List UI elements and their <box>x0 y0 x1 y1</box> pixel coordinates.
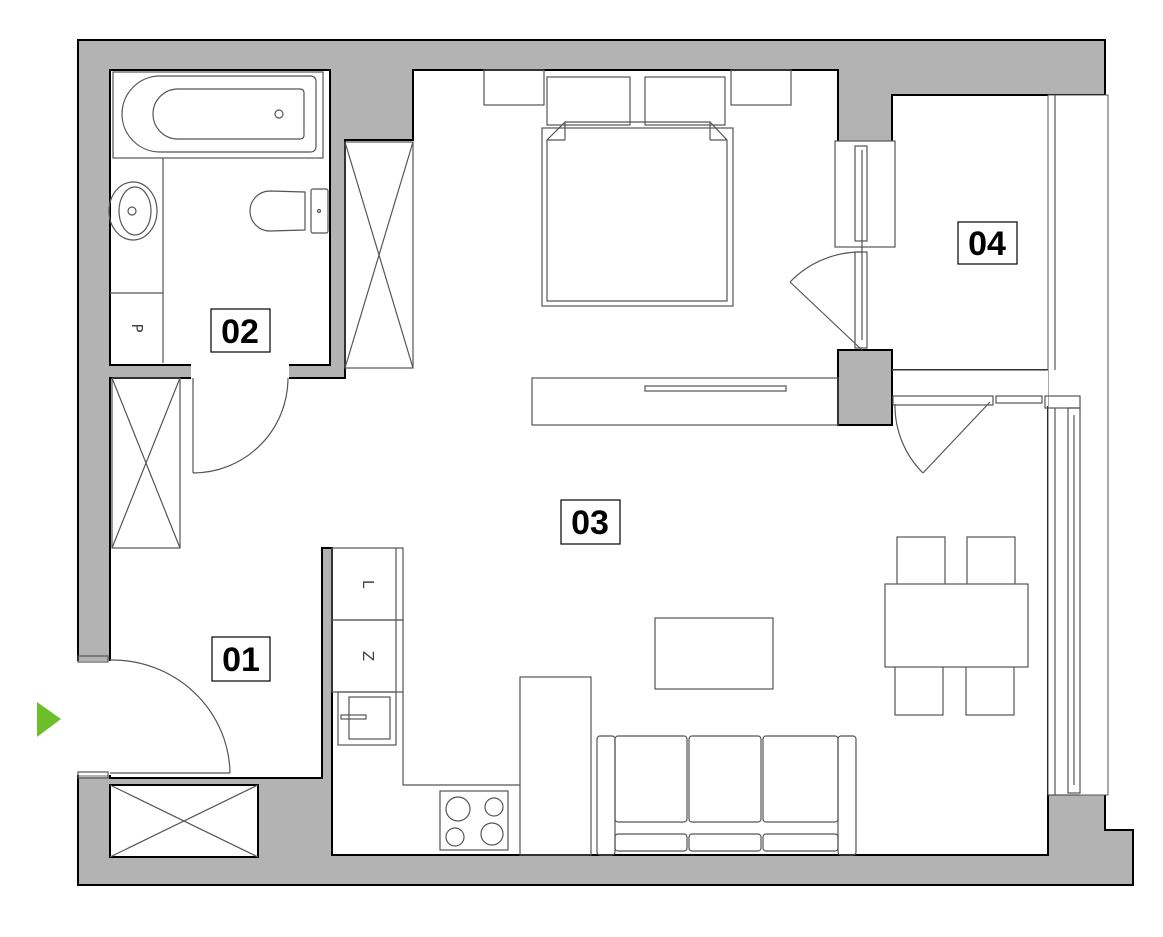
wardrobe-bedroom <box>344 141 414 369</box>
bed <box>483 69 792 307</box>
bathroom-door[interactable] <box>192 377 289 474</box>
bathtub <box>112 71 324 159</box>
window-opening <box>836 141 894 349</box>
tall-cabinet <box>519 676 592 856</box>
svg-text:01: 01 <box>222 641 260 679</box>
dining-set <box>884 536 1029 716</box>
room-label-03: 03 <box>560 499 621 545</box>
svg-text:04: 04 <box>968 225 1006 263</box>
kitchen-sink <box>337 691 397 746</box>
window-frame-right <box>1048 407 1081 796</box>
room-label-02: 02 <box>210 308 271 353</box>
bathroom-door-gap <box>191 363 289 380</box>
entrance-door[interactable] <box>77 655 231 779</box>
balcony-door[interactable] <box>894 401 991 474</box>
svg-text:02: 02 <box>221 313 259 351</box>
entrance-door-gap <box>76 661 112 775</box>
tv-unit <box>531 377 839 426</box>
room-label-01: 01 <box>211 636 271 682</box>
window-strip <box>1047 94 1109 796</box>
balcony-door-frame <box>892 95 1081 409</box>
wardrobe-hall <box>111 377 181 549</box>
wardrobe-entrance <box>109 784 259 858</box>
balcony-door-opening <box>892 370 1048 406</box>
cooktop <box>439 790 509 851</box>
sofa <box>596 735 857 856</box>
washbasin <box>108 158 164 363</box>
washing-machine-label: P <box>128 323 146 332</box>
fridge-label: L <box>359 580 377 589</box>
coffee-table <box>654 617 774 690</box>
dishwasher-label: Z <box>359 651 377 661</box>
window-door[interactable] <box>789 251 863 351</box>
room-label-04: 04 <box>957 221 1018 265</box>
entrance-arrow-icon <box>37 702 61 737</box>
toilet <box>249 188 329 234</box>
wall-pier <box>837 349 893 426</box>
svg-text:03: 03 <box>571 504 609 542</box>
